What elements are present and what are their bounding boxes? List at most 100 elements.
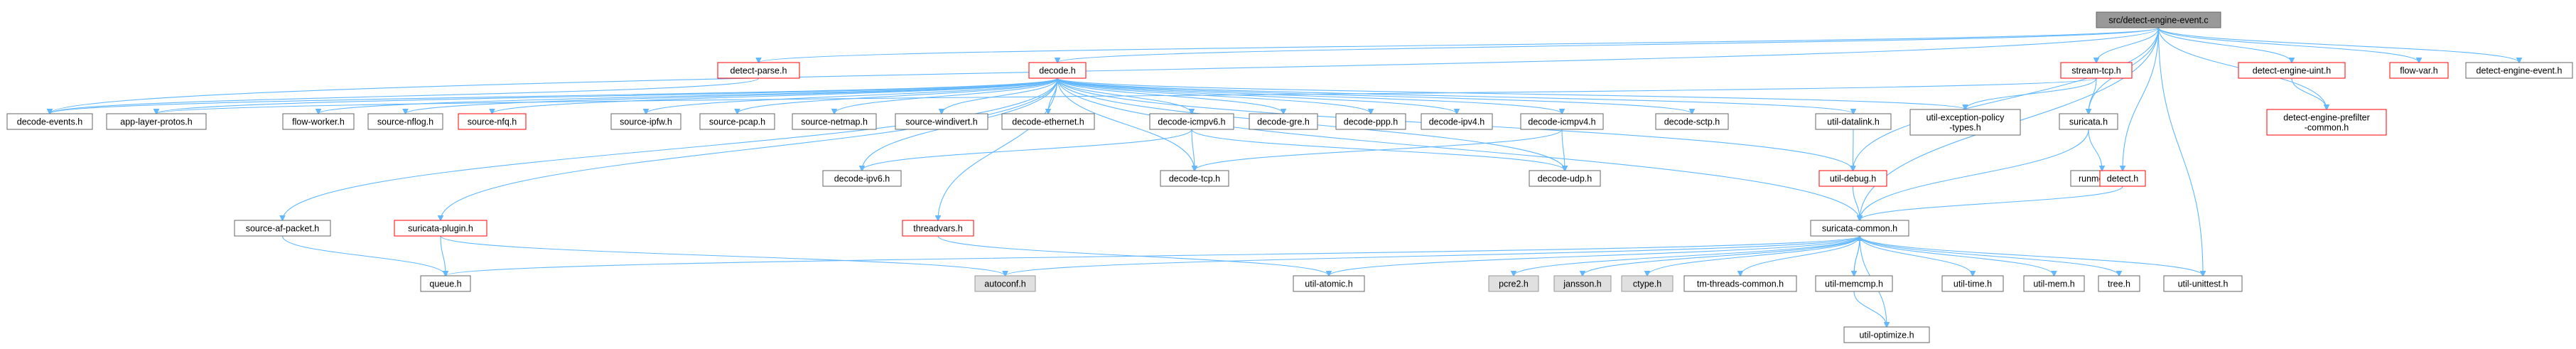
edge-suricata-common-h-to-jansson-h [1583, 235, 1860, 276]
node-decode-icmpv4-h[interactable]: decode-icmpv4.h [1520, 113, 1604, 130]
node-tm-threads-common-h[interactable]: tm-threads-common.h [1683, 275, 1797, 292]
edge-util-datalink-h-to-util-debug-h [1853, 129, 1854, 171]
node-box [1160, 170, 1229, 187]
node-box [822, 170, 902, 187]
edge-decode-h-to-source-pcap-h [738, 77, 1058, 114]
node-ctype-h[interactable]: ctype.h [1621, 275, 1674, 292]
node-label: detect-engine-uint.h [2253, 66, 2332, 76]
edge-decode-h-to-suricata-plugin-h [441, 77, 1058, 220]
node-box [974, 275, 1036, 292]
edge-detect-engine-event-c-to-util-unittest-h [2157, 27, 2204, 276]
node-decode-events-h[interactable]: decode-events.h [6, 113, 93, 130]
node-box [1683, 275, 1797, 292]
node-util-mem-h[interactable]: util-mem.h [2023, 275, 2085, 292]
node-box [1149, 113, 1234, 130]
node-label: source-ipfw.h [620, 117, 672, 127]
node-autoconf-h[interactable]: autoconf.h [974, 275, 1036, 292]
node-queue-h[interactable]: queue.h [420, 275, 471, 292]
node-threadvars-h[interactable]: threadvars.h [902, 220, 974, 237]
nodes: src/detect-engine-event.c detect-parse.h d… [6, 11, 2573, 343]
node-decode-gre-h[interactable]: decode-gre.h [1249, 113, 1318, 130]
edge-detect-engine-event-c-to-util-debug-h [1853, 27, 2160, 171]
node-decode-udp-h[interactable]: decode-udp.h [1529, 170, 1601, 187]
edge-detect-parse-h-to-decode-events-h [50, 77, 760, 114]
edge-decode-h-to-decode-sctp-h [1057, 77, 1692, 114]
node-box [1529, 170, 1601, 187]
node-box [1553, 275, 1612, 292]
node-decode-sctp-h[interactable]: decode-sctp.h [1655, 113, 1729, 130]
node-source-netmap-h[interactable]: source-netmap.h [792, 113, 877, 130]
edge-suricata-common-h-to-util-time-h [1859, 235, 1973, 276]
node-jansson-h[interactable]: jansson.h [1553, 275, 1612, 292]
node-app-layer-protos-h[interactable]: app-layer-protos.h [106, 113, 207, 130]
node-box [792, 113, 877, 130]
node-detect-parse-h[interactable]: detect-parse.h [717, 62, 800, 79]
node-detect-h[interactable]: detect.h [2099, 170, 2146, 187]
node-label: util-datalink.h [1827, 117, 1880, 127]
edge-decode-h-to-decode-icmpv4-h [1057, 77, 1562, 114]
node-source-nflog-h[interactable]: source-nflog.h [367, 113, 443, 130]
node-label: suricata-common.h [1822, 224, 1897, 234]
edge-detect-engine-event-c-to-detect-h [2123, 27, 2160, 171]
node-pcre2-h[interactable]: pcre2.h [1488, 275, 1539, 292]
node-label: source-af-packet.h [246, 224, 320, 234]
node-tree-h[interactable]: tree.h [2098, 275, 2140, 292]
edge-util-debug-h-to-suricata-common-h [1852, 186, 1860, 220]
node-decode-ethernet-h[interactable]: decode-ethernet.h [1001, 113, 1095, 130]
node-decode-h[interactable]: decode.h [1028, 62, 1087, 79]
node-label: detect-parse.h [731, 66, 787, 76]
node-source-ipfw-h[interactable]: source-ipfw.h [610, 113, 681, 130]
node-box [610, 113, 681, 130]
node-flow-worker-h[interactable]: flow-worker.h [282, 113, 355, 130]
node-util-datalink-h[interactable]: util-datalink.h [1815, 113, 1892, 130]
node-label: jansson.h [1563, 279, 1602, 289]
node-box [2060, 62, 2133, 79]
edge-source-af-packet-h-to-queue-h [281, 235, 446, 276]
node-source-nfq-h[interactable]: source-nfq.h [458, 113, 527, 130]
node-box [1843, 326, 1930, 343]
node-decode-ipv4-h[interactable]: decode-ipv4.h [1421, 113, 1493, 130]
node-box [2023, 275, 2085, 292]
node-stream-tcp-h[interactable]: stream-tcp.h [2060, 62, 2133, 79]
node-util-exception-policy-types-h[interactable]: util-exception-policy-types.h [1909, 109, 2021, 136]
node-detect-engine-uint-h[interactable]: detect-engine-uint.h [2238, 62, 2346, 79]
node-decode-ppp-h[interactable]: decode-ppp.h [1335, 113, 1406, 130]
node-util-optimize-h[interactable]: util-optimize.h [1843, 326, 1930, 343]
edge-util-memcmp-h-to-util-optimize-h [1853, 291, 1887, 327]
node-label: decode-events.h [17, 117, 82, 127]
node-label: pcre2.h [1499, 279, 1529, 289]
edge-decode-h-to-source-nfq-h [492, 77, 1058, 114]
node-label: util-atomic.h [1305, 279, 1352, 289]
edge-decode-h-to-decode-tcp-h [1057, 77, 1195, 171]
node-flow-var-h[interactable]: flow-var.h [2389, 62, 2449, 79]
node-util-atomic-h[interactable]: util-atomic.h [1293, 275, 1365, 292]
node-util-unittest-h[interactable]: util-unittest.h [2163, 275, 2243, 292]
node-suricata-h[interactable]: suricata.h [2059, 113, 2118, 130]
node-detect-engine-prefilter-common-h[interactable]: detect-engine-prefilter-common.h [2266, 109, 2387, 136]
node-source-af-packet-h[interactable]: source-af-packet.h [234, 220, 331, 237]
node-util-debug-h[interactable]: util-debug.h [1818, 170, 1887, 187]
node-detect-engine-event-h[interactable]: detect-engine-event.h [2465, 62, 2573, 79]
node-label: source-windivert.h [905, 117, 977, 127]
edge-detect-engine-event-c-to-detect-parse-h [759, 27, 2160, 63]
node-detect-engine-event-c[interactable]: src/detect-engine-event.c [2096, 11, 2221, 28]
node-box [1421, 113, 1493, 130]
node-decode-icmpv6-h[interactable]: decode-icmpv6.h [1149, 113, 1234, 130]
node-label: ctype.h [1633, 279, 1661, 289]
node-source-windivert-h[interactable]: source-windivert.h [895, 113, 988, 130]
node-label: stream-tcp.h [2071, 66, 2121, 76]
node-label: util-debug.h [1830, 174, 1876, 184]
node-suricata-common-h[interactable]: suricata-common.h [1810, 220, 1909, 237]
node-source-pcap-h[interactable]: source-pcap.h [699, 113, 775, 130]
edge-util-memcmp-h-to-suricata-common-h [1853, 236, 1860, 276]
node-suricata-plugin-h[interactable]: suricata-plugin.h [394, 220, 487, 237]
edge-detect-h-to-suricata-common-h [1860, 186, 2123, 220]
node-label: suricata.h [2069, 117, 2108, 127]
node-util-time-h[interactable]: util-time.h [1941, 275, 2004, 292]
edge-stream-tcp-h-to-suricata-h [2089, 77, 2097, 114]
node-util-memcmp-h[interactable]: util-memcmp.h [1815, 275, 1893, 292]
node-decode-ipv6-h[interactable]: decode-ipv6.h [822, 170, 902, 187]
edge-suricata-h-to-runmodes-h [2088, 129, 2102, 171]
edge-detect-engine-event-c-to-detect-engine-event-h [2157, 27, 2520, 63]
node-decode-tcp-h[interactable]: decode-tcp.h [1160, 170, 1229, 187]
